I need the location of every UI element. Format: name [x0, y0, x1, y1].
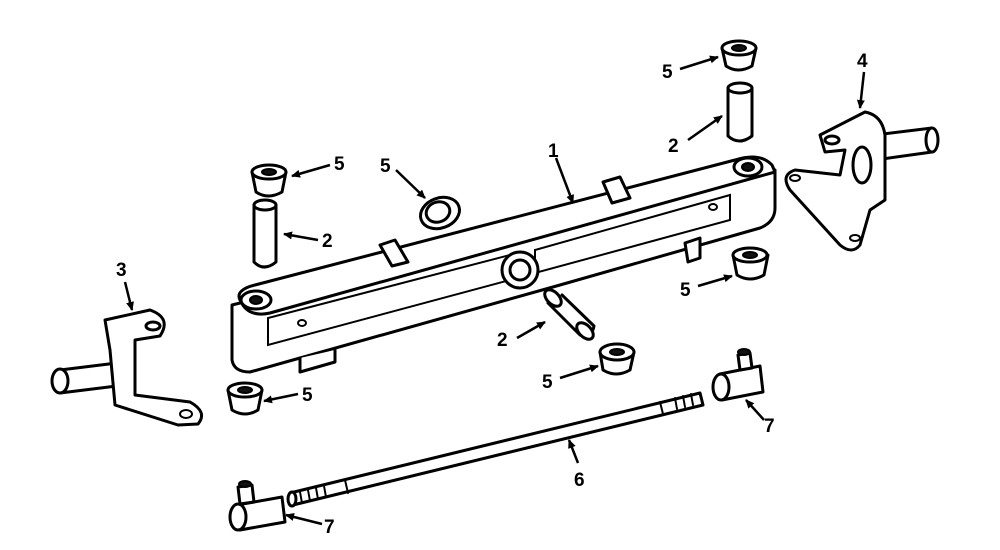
callout-5-top-left: 5	[334, 154, 345, 175]
callout-5-bottom-left: 5	[302, 385, 313, 406]
axle-beam	[230, 155, 777, 374]
bushing-top-right	[720, 39, 758, 72]
rod-end-right	[711, 348, 765, 402]
pin-left	[252, 198, 278, 269]
leader-5-center-left	[395, 169, 426, 199]
leader-3	[123, 281, 134, 311]
leader-5-right	[697, 274, 733, 288]
leader-4	[856, 71, 866, 109]
bushing-center	[598, 342, 636, 376]
leader-5-center	[559, 364, 599, 380]
leader-6	[567, 439, 580, 464]
mounting-bracket-left	[50, 308, 204, 427]
callout-5-top-right: 5	[662, 62, 673, 83]
callout-4: 4	[857, 51, 868, 72]
leader-1	[554, 157, 575, 204]
leader-2-right	[687, 114, 723, 142]
rod-end-left	[228, 480, 287, 532]
callout-5-right: 5	[680, 280, 691, 301]
callout-2-left: 2	[322, 231, 333, 252]
callout-2-right: 2	[668, 136, 679, 157]
callout-6: 6	[574, 470, 585, 491]
bushing-top-left	[250, 163, 288, 198]
pin-center	[543, 288, 596, 341]
tie-rod	[286, 391, 705, 508]
leader-7-right	[745, 399, 765, 421]
leader-5-top-right	[679, 55, 719, 71]
callout-5-center: 5	[542, 372, 553, 393]
callout-3: 3	[116, 260, 127, 281]
callout-7-left: 7	[324, 517, 335, 538]
leader-2-center	[516, 320, 546, 340]
pin-top-right	[726, 81, 754, 143]
bushing-center-left	[419, 195, 461, 231]
leader-2-left	[283, 231, 319, 242]
callout-1: 1	[548, 141, 559, 162]
leader-5-top-left	[291, 163, 331, 178]
leader-5-bottom-left	[263, 392, 299, 404]
callout-2-center: 2	[497, 330, 508, 351]
callout-5-center-left: 5	[380, 156, 391, 177]
mounting-bracket-right	[784, 110, 940, 252]
bushing-bottom-left	[226, 381, 264, 416]
bushing-right	[731, 246, 770, 281]
leader-7-left	[285, 513, 323, 526]
callout-7-right: 7	[764, 416, 775, 437]
